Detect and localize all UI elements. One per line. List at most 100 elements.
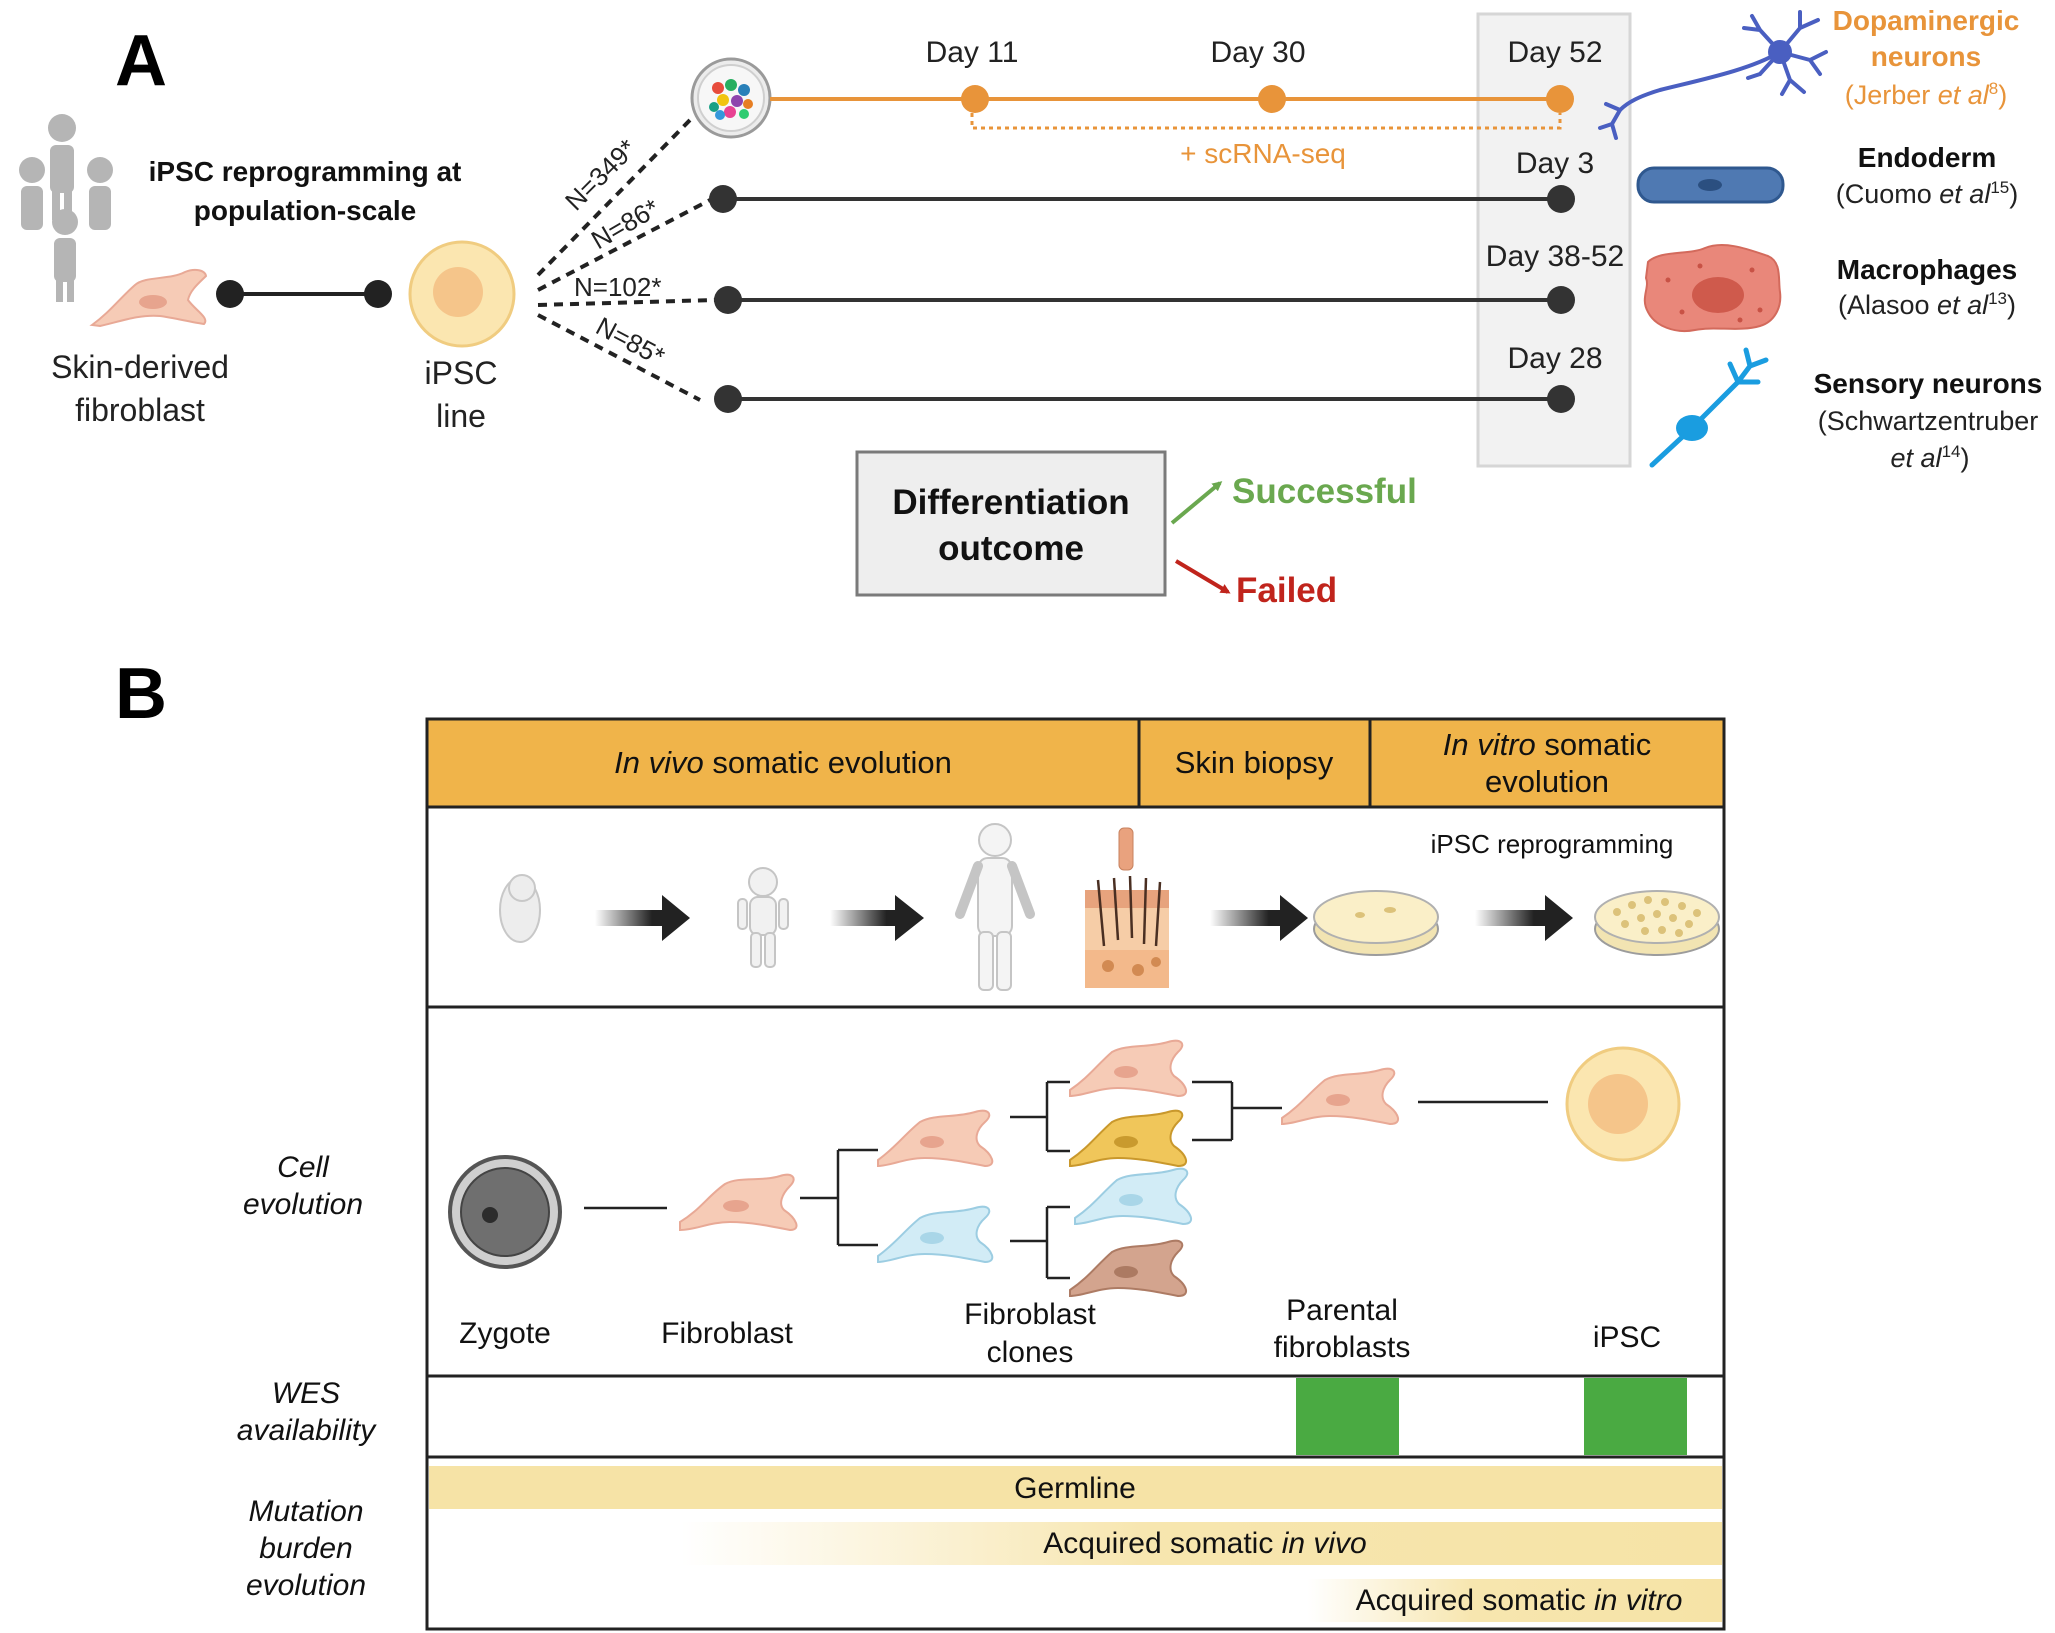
branch-3-start-dot (714, 286, 742, 314)
lineage-blue-split (1010, 1205, 1070, 1280)
parental-label-line1: Parental (1286, 1294, 1398, 1327)
germline-bar (429, 1466, 1722, 1509)
dopaminergic-neuron-icon (1598, 10, 1828, 140)
sensory-neuron-icon (1649, 347, 1769, 468)
dopaminergic-neuron-soma (1768, 40, 1792, 64)
somatic-in-vitro-bar (1307, 1579, 1722, 1622)
branch-1-day30-label: Day 30 (1210, 36, 1305, 69)
macrophage-reference: (Alasoo et al13) (1838, 289, 2016, 320)
sensory-neuron-soma (1676, 415, 1708, 441)
wes-ipsc-bar (1584, 1378, 1687, 1455)
subclone-pink-icon (1069, 1039, 1188, 1098)
branch-4-start-dot (714, 385, 742, 413)
adult-icon (955, 823, 1035, 991)
subclone-brown-icon (1069, 1239, 1188, 1298)
ipsc-b-label: iPSC (1593, 1321, 1661, 1354)
header-in-vivo (425, 717, 1141, 809)
branch-1-day11-dot (961, 85, 989, 113)
scrna-seq-bracket (970, 113, 1562, 130)
fibroblast-cell-icon (89, 268, 208, 328)
scrna-seq-label: + scRNA-seq (1180, 138, 1346, 169)
panel-a-title-line2: population-scale (194, 195, 416, 226)
ipsc-reprogramming-label: iPSC reprogramming (1431, 829, 1674, 859)
header-skin-biopsy-label: Skin biopsy (1175, 745, 1334, 780)
sensory-neuron-name: Sensory neurons (1814, 368, 2043, 399)
branch-2-start-dot (709, 185, 737, 213)
fibroblast-label-line1: Skin-derived (51, 349, 229, 385)
panel-a: A iPSC reprogramming at population-scale… (19, 5, 2042, 610)
branch-2-day-label: Day 3 (1516, 147, 1594, 180)
row-label-cell-evolution-line2: evolution (243, 1188, 363, 1221)
arrow-1-icon (595, 895, 690, 941)
arrow-4-icon (1475, 895, 1573, 941)
somatic-in-vivo-bar (681, 1522, 1722, 1565)
subclone-yellow-icon (1069, 1109, 1188, 1168)
connector-dot-right (364, 280, 392, 308)
branch-1-day52-dot (1546, 85, 1574, 113)
endoderm-cell-icon (1636, 166, 1785, 204)
fetus-icon (499, 874, 541, 943)
wes-parental-fibroblasts-bar (1296, 1378, 1399, 1455)
panel-b-label: B (115, 654, 167, 734)
header-in-vivo-label: In vivo somatic evolution (614, 745, 952, 780)
lineage-pink-split (1010, 1080, 1070, 1153)
branch-1-day30-dot (1258, 85, 1286, 113)
row-label-wes-line1: WES (272, 1377, 340, 1410)
branch-4-end-dot (1547, 385, 1575, 413)
lineage-fibroblast-split (800, 1148, 878, 1247)
sensory-neuron-ref-line1: (Schwartzentruber (1818, 406, 2039, 436)
failed-arrow (1174, 559, 1231, 594)
branch-n-label-3: N=102* (574, 272, 661, 302)
population-people-icon (19, 114, 113, 302)
subclone-blue-icon (1074, 1167, 1193, 1226)
successful-label: Successful (1232, 472, 1417, 511)
connector-dot-left (216, 280, 244, 308)
zygote-label: Zygote (459, 1317, 551, 1350)
somatic-in-vitro-label: Acquired somatic in vitro (1356, 1584, 1683, 1617)
branch-4-day-label: Day 28 (1507, 342, 1602, 375)
branch-fan-lines (536, 118, 716, 402)
dopaminergic-reference: (Jerber et al8) (1845, 79, 2008, 110)
failed-label: Failed (1236, 571, 1337, 610)
fibroblast-b-label: Fibroblast (661, 1317, 793, 1350)
macrophage-cell-icon (1643, 244, 1782, 332)
branch-1-day11-label: Day 11 (926, 36, 1019, 69)
header-in-vitro-label-line2: evolution (1485, 764, 1609, 799)
ipsc-cell-icon (408, 240, 516, 348)
ipsc-dish-icon (1594, 890, 1720, 956)
sensory-neuron-ref-line2: et al14) (1891, 442, 1970, 473)
branch-2-end-dot (1547, 185, 1575, 213)
child-icon (737, 867, 789, 968)
arrow-3-icon (1210, 895, 1308, 941)
branch-3-day-label: Day 38-52 (1486, 240, 1624, 273)
header-skin-biopsy (1137, 717, 1372, 809)
parental-fibroblast-icon (1281, 1067, 1400, 1126)
branch-1-day52-label: Day 52 (1507, 36, 1602, 69)
successful-arrow (1170, 481, 1223, 525)
ipsc-label-line1: iPSC (425, 355, 498, 391)
lineage-merge-parental (1192, 1080, 1282, 1142)
row-label-mutation-line2: burden (259, 1532, 352, 1565)
arrow-2-icon (830, 895, 924, 941)
ipsc-cell-b-icon (1565, 1046, 1681, 1162)
fibroblast-clone-pink-icon (877, 1109, 994, 1168)
clones-label-line1: Fibroblast (964, 1298, 1096, 1331)
row-label-mutation-line1: Mutation (248, 1495, 363, 1528)
dopaminergic-name-line1: Dopaminergic (1833, 5, 2020, 36)
outcome-box (855, 450, 1167, 597)
somatic-in-vivo-label: Acquired somatic in vivo (1043, 1527, 1366, 1560)
ipsc-label-line2: line (436, 398, 486, 434)
petri-dish-icon (690, 57, 772, 139)
fibroblast-cell-b-icon (679, 1173, 798, 1232)
endoderm-reference: (Cuomo et al15) (1836, 178, 2019, 209)
panel-b: B In vivo somatic evolution Skin biopsy … (115, 654, 1726, 1631)
outcome-label-line1: Differentiation (892, 483, 1129, 522)
parental-label-line2: fibroblasts (1274, 1331, 1411, 1364)
panel-a-label: A (115, 21, 167, 101)
fibroblast-dish-icon (1313, 890, 1439, 956)
macrophage-name: Macrophages (1837, 254, 2018, 285)
stages-table (425, 805, 1726, 1631)
zygote-icon (448, 1155, 562, 1269)
endoderm-name: Endoderm (1858, 142, 1996, 173)
